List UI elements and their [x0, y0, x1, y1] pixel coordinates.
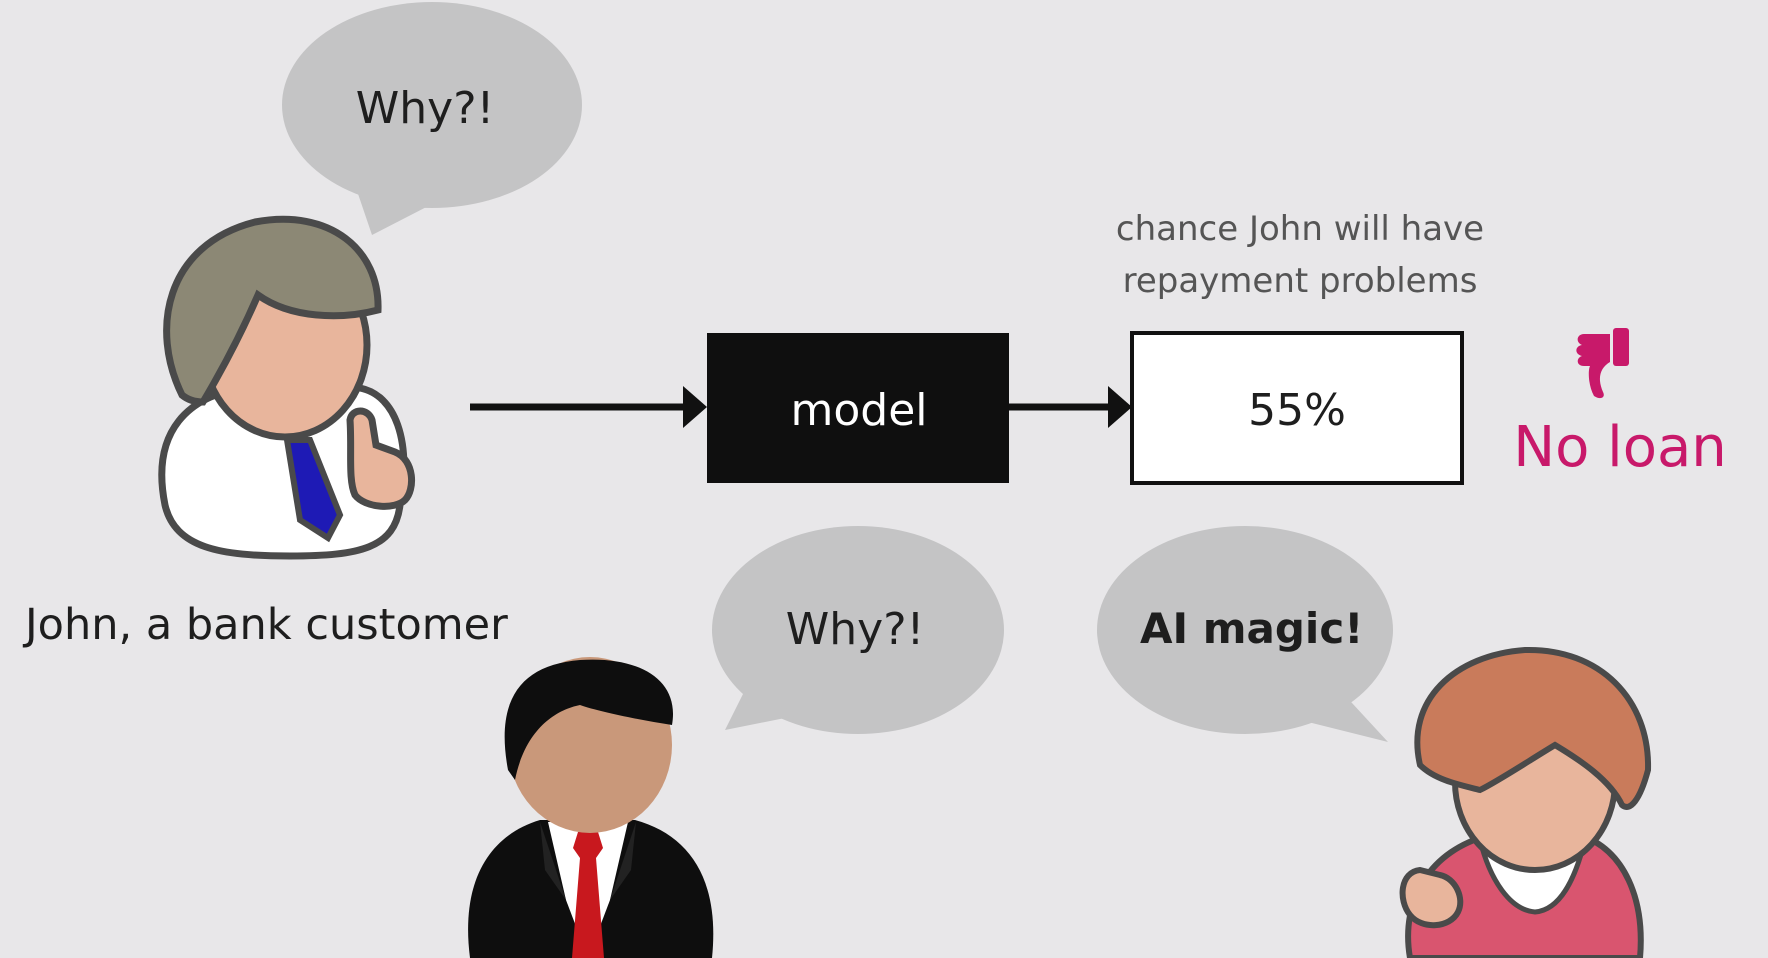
customer-label: John, a bank customer: [25, 600, 508, 650]
scientist-avatar: [1399, 646, 1652, 958]
decision-label: No loan: [1513, 415, 1727, 480]
thumbs-down-icon: [1576, 328, 1629, 399]
input-arrow: [470, 386, 707, 428]
output-arrow: [1009, 386, 1132, 428]
john-avatar: [158, 215, 416, 560]
output-caption: chance John will have repayment problems: [1115, 209, 1485, 301]
model-box: [707, 333, 1009, 483]
banker-bubble-text: Why?!: [785, 604, 925, 655]
banker-avatar: [468, 657, 714, 958]
output-box: [1130, 331, 1464, 485]
model-label: model: [790, 385, 928, 436]
scientist-bubble-text: AI magic!: [1140, 604, 1364, 653]
john-speech-bubble: [282, 2, 582, 235]
scientist-speech-bubble: [1097, 526, 1393, 742]
banker-speech-bubble: [712, 526, 1004, 734]
john-bubble-text: Why?!: [355, 83, 495, 134]
output-value: 55%: [1248, 385, 1346, 436]
